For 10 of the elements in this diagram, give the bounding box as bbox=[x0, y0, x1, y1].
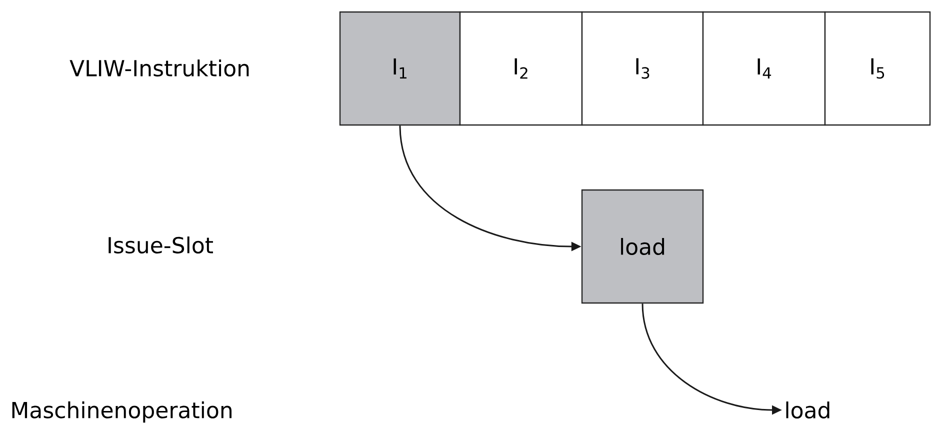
instruction-cell: I$_{5}$ bbox=[824, 11, 931, 126]
row-label: Maschinenoperation bbox=[12, 401, 232, 423]
slot-box: load bbox=[581, 189, 704, 304]
instruction-cell: I$_{1}$ bbox=[339, 11, 461, 126]
instruction-cell: I$_{2}$ bbox=[459, 11, 583, 126]
row-label: VLIW-Instruktion bbox=[70, 59, 249, 77]
row-label: Issue-Slot bbox=[108, 236, 213, 254]
instruction-cell: I$_{3}$ bbox=[581, 11, 704, 126]
instruction-cell: I$_{4}$ bbox=[702, 11, 826, 126]
operation-text: load bbox=[786, 401, 830, 419]
